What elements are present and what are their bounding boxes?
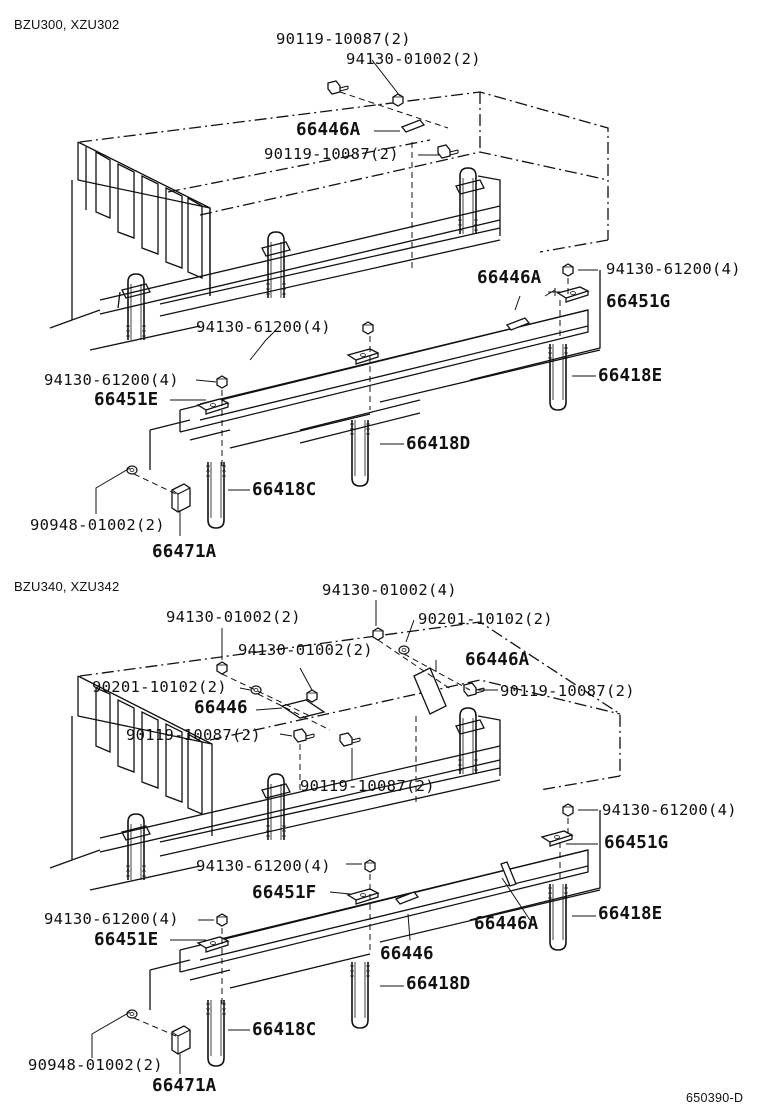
part-label-ubolt-66418d: 66418D <box>406 974 471 994</box>
part-label-clamp-66471a: 66471A <box>152 1076 217 1096</box>
bottom-assembly-drawing <box>49 600 621 1074</box>
model-code-top: BZU300, XZU302 <box>14 17 120 32</box>
top-assembly-drawing <box>49 59 609 536</box>
part-label-bracket-66446a: 66446A <box>474 914 539 934</box>
part-label-washer-90201-10102: 90201-10102(2) <box>92 678 227 696</box>
part-label-washer-90948-01002: 90948-01002(2) <box>28 1056 163 1074</box>
part-label-nut-94130-01002: 94130-01002(2) <box>238 641 373 659</box>
part-label-ubolt-66418c: 66418C <box>252 1020 317 1040</box>
part-label-bracket-66446: 66446 <box>194 698 248 718</box>
part-label-bracket-66446a: 66446A <box>296 120 361 140</box>
part-label-clamp-66471a: 66471A <box>152 542 217 562</box>
part-label-nut-94130-01002: 94130-01002(4) <box>322 581 457 599</box>
part-label-bracket-66446: 66446 <box>380 944 434 964</box>
drawing-reference-number: 650390-D <box>686 1091 744 1105</box>
part-label-bolt-90119-10087: 90119-10087(2) <box>276 30 411 48</box>
part-label-bracket-66446a: 66446A <box>477 268 542 288</box>
part-label-plate-66451g: 66451G <box>606 292 671 312</box>
part-label-nut-94130-01002: 94130-01002(2) <box>166 608 301 626</box>
part-label-ubolt-66418d: 66418D <box>406 434 471 454</box>
part-label-nut-94130-61200: 94130-61200(4) <box>196 318 331 336</box>
part-label-bolt-90119-10087: 90119-10087(2) <box>264 145 399 163</box>
part-label-nut-94130-61200: 94130-61200(4) <box>606 260 741 278</box>
part-label-plate-66451e: 66451E <box>94 930 159 950</box>
part-label-ubolt-66418e: 66418E <box>598 904 663 924</box>
part-label-washer-90948-01002: 90948-01002(2) <box>30 516 165 534</box>
part-label-plate-66451g: 66451G <box>604 833 669 853</box>
part-label-ubolt-66418e: 66418E <box>598 366 663 386</box>
part-label-nut-94130-61200: 94130-61200(4) <box>44 371 179 389</box>
part-label-nut-94130-61200: 94130-61200(4) <box>602 801 737 819</box>
part-label-plate-66451f: 66451F <box>252 883 317 903</box>
part-label-nut-94130-61200: 94130-61200(4) <box>196 857 331 875</box>
part-label-bracket-66446a: 66446A <box>465 650 530 670</box>
part-label-bolt-90119-10087: 90119-10087(2) <box>300 777 435 795</box>
part-label-ubolt-66418c: 66418C <box>252 480 317 500</box>
part-label-plate-66451e: 66451E <box>94 390 159 410</box>
part-label-nut-94130-01002: 94130-01002(2) <box>346 50 481 68</box>
part-label-nut-94130-61200: 94130-61200(4) <box>44 910 179 928</box>
part-label-washer-90201-10102: 90201-10102(2) <box>418 610 553 628</box>
model-code-bottom: BZU340, XZU342 <box>14 579 120 594</box>
part-label-bolt-90119-10087: 90119-10087(2) <box>500 682 635 700</box>
part-label-bolt-90119-10087: 90119-10087(2) <box>126 726 261 744</box>
